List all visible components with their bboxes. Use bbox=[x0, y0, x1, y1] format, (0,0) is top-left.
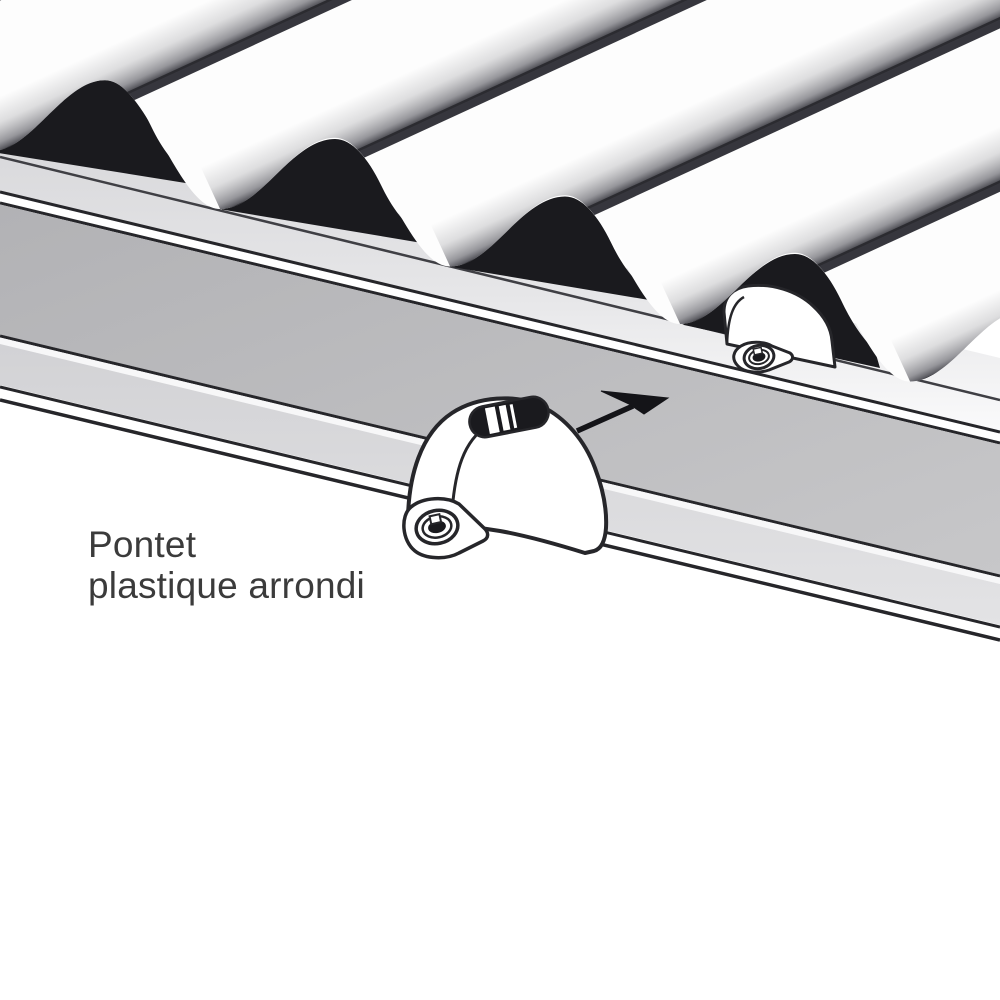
main-pontet-slot bbox=[468, 395, 550, 439]
arrow-head-icon bbox=[600, 390, 670, 415]
label-line-2: plastique arrondi bbox=[88, 565, 365, 606]
corrugated-sheet bbox=[0, 0, 1000, 394]
direction-arrow bbox=[575, 390, 670, 434]
main-pontet-grommet bbox=[414, 508, 460, 546]
installed-pontet bbox=[722, 283, 837, 374]
crest-shadow bbox=[0, 80, 198, 185]
arrow-shaft bbox=[575, 403, 635, 434]
corrugation-grooves bbox=[0, 0, 1000, 382]
installed-pontet-front-arc bbox=[725, 295, 745, 345]
installed-pontet-grommet bbox=[742, 343, 776, 371]
purlin-lip-highlight bbox=[0, 193, 1000, 442]
diagram-label: Pontet plastique arrondi bbox=[88, 524, 365, 606]
purlin-web bbox=[0, 204, 1000, 575]
crest-shadow bbox=[220, 139, 428, 244]
crest-shadow bbox=[450, 196, 658, 302]
main-pontet bbox=[402, 395, 609, 560]
label-line-1: Pontet bbox=[88, 524, 197, 565]
